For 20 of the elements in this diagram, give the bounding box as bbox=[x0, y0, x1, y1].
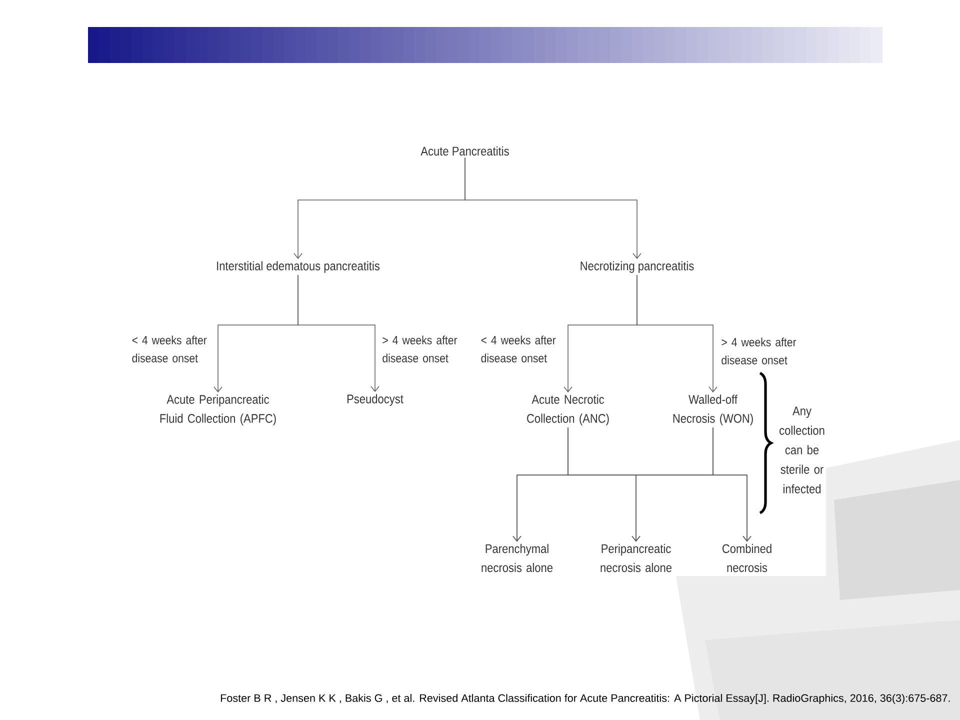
arrow bbox=[712, 427, 752, 542]
node-label: Parenchymal necrosis alone bbox=[482, 544, 553, 572]
node-label: Necrotizing pancreatitis bbox=[580, 261, 694, 273]
node-label: Pseudocyst bbox=[347, 394, 404, 406]
edge-label: > 4 weeks after disease onset bbox=[381, 334, 466, 364]
brace-note: Any collection can be sterile or infected bbox=[780, 406, 824, 494]
citation: Foster B R , Jensen K K , Bakis G , et al. Revised Atlanta Classification for Acute Pancreatitis: A Pictorial Essay[J]. RadioGraphics, 2016, 36(3):675-687. bbox=[220, 694, 950, 704]
node-label: Combined necrosis bbox=[722, 544, 772, 572]
arrow bbox=[636, 274, 718, 392]
node-label: Acute Necrotic Collection (ANC) bbox=[527, 394, 609, 426]
arrow bbox=[298, 274, 380, 392]
edge-label: > 4 weeks after disease onset bbox=[720, 336, 804, 366]
arrow bbox=[464, 157, 642, 259]
node-label: Walled-off Necrosis (WON) bbox=[673, 394, 753, 426]
node-label: Interstitial edematous pancreatitis bbox=[217, 261, 380, 273]
node-label: Peripancreatic necrosis alone bbox=[600, 544, 672, 572]
node-label: Acute Pancreatitis bbox=[420, 146, 509, 156]
edge-label: < 4 weeks after disease onset bbox=[130, 334, 215, 364]
edge-label: < 4 weeks after disease onset bbox=[480, 334, 564, 364]
node-label: Acute Peripancreatic Fluid Collection (APFC) bbox=[160, 394, 276, 426]
